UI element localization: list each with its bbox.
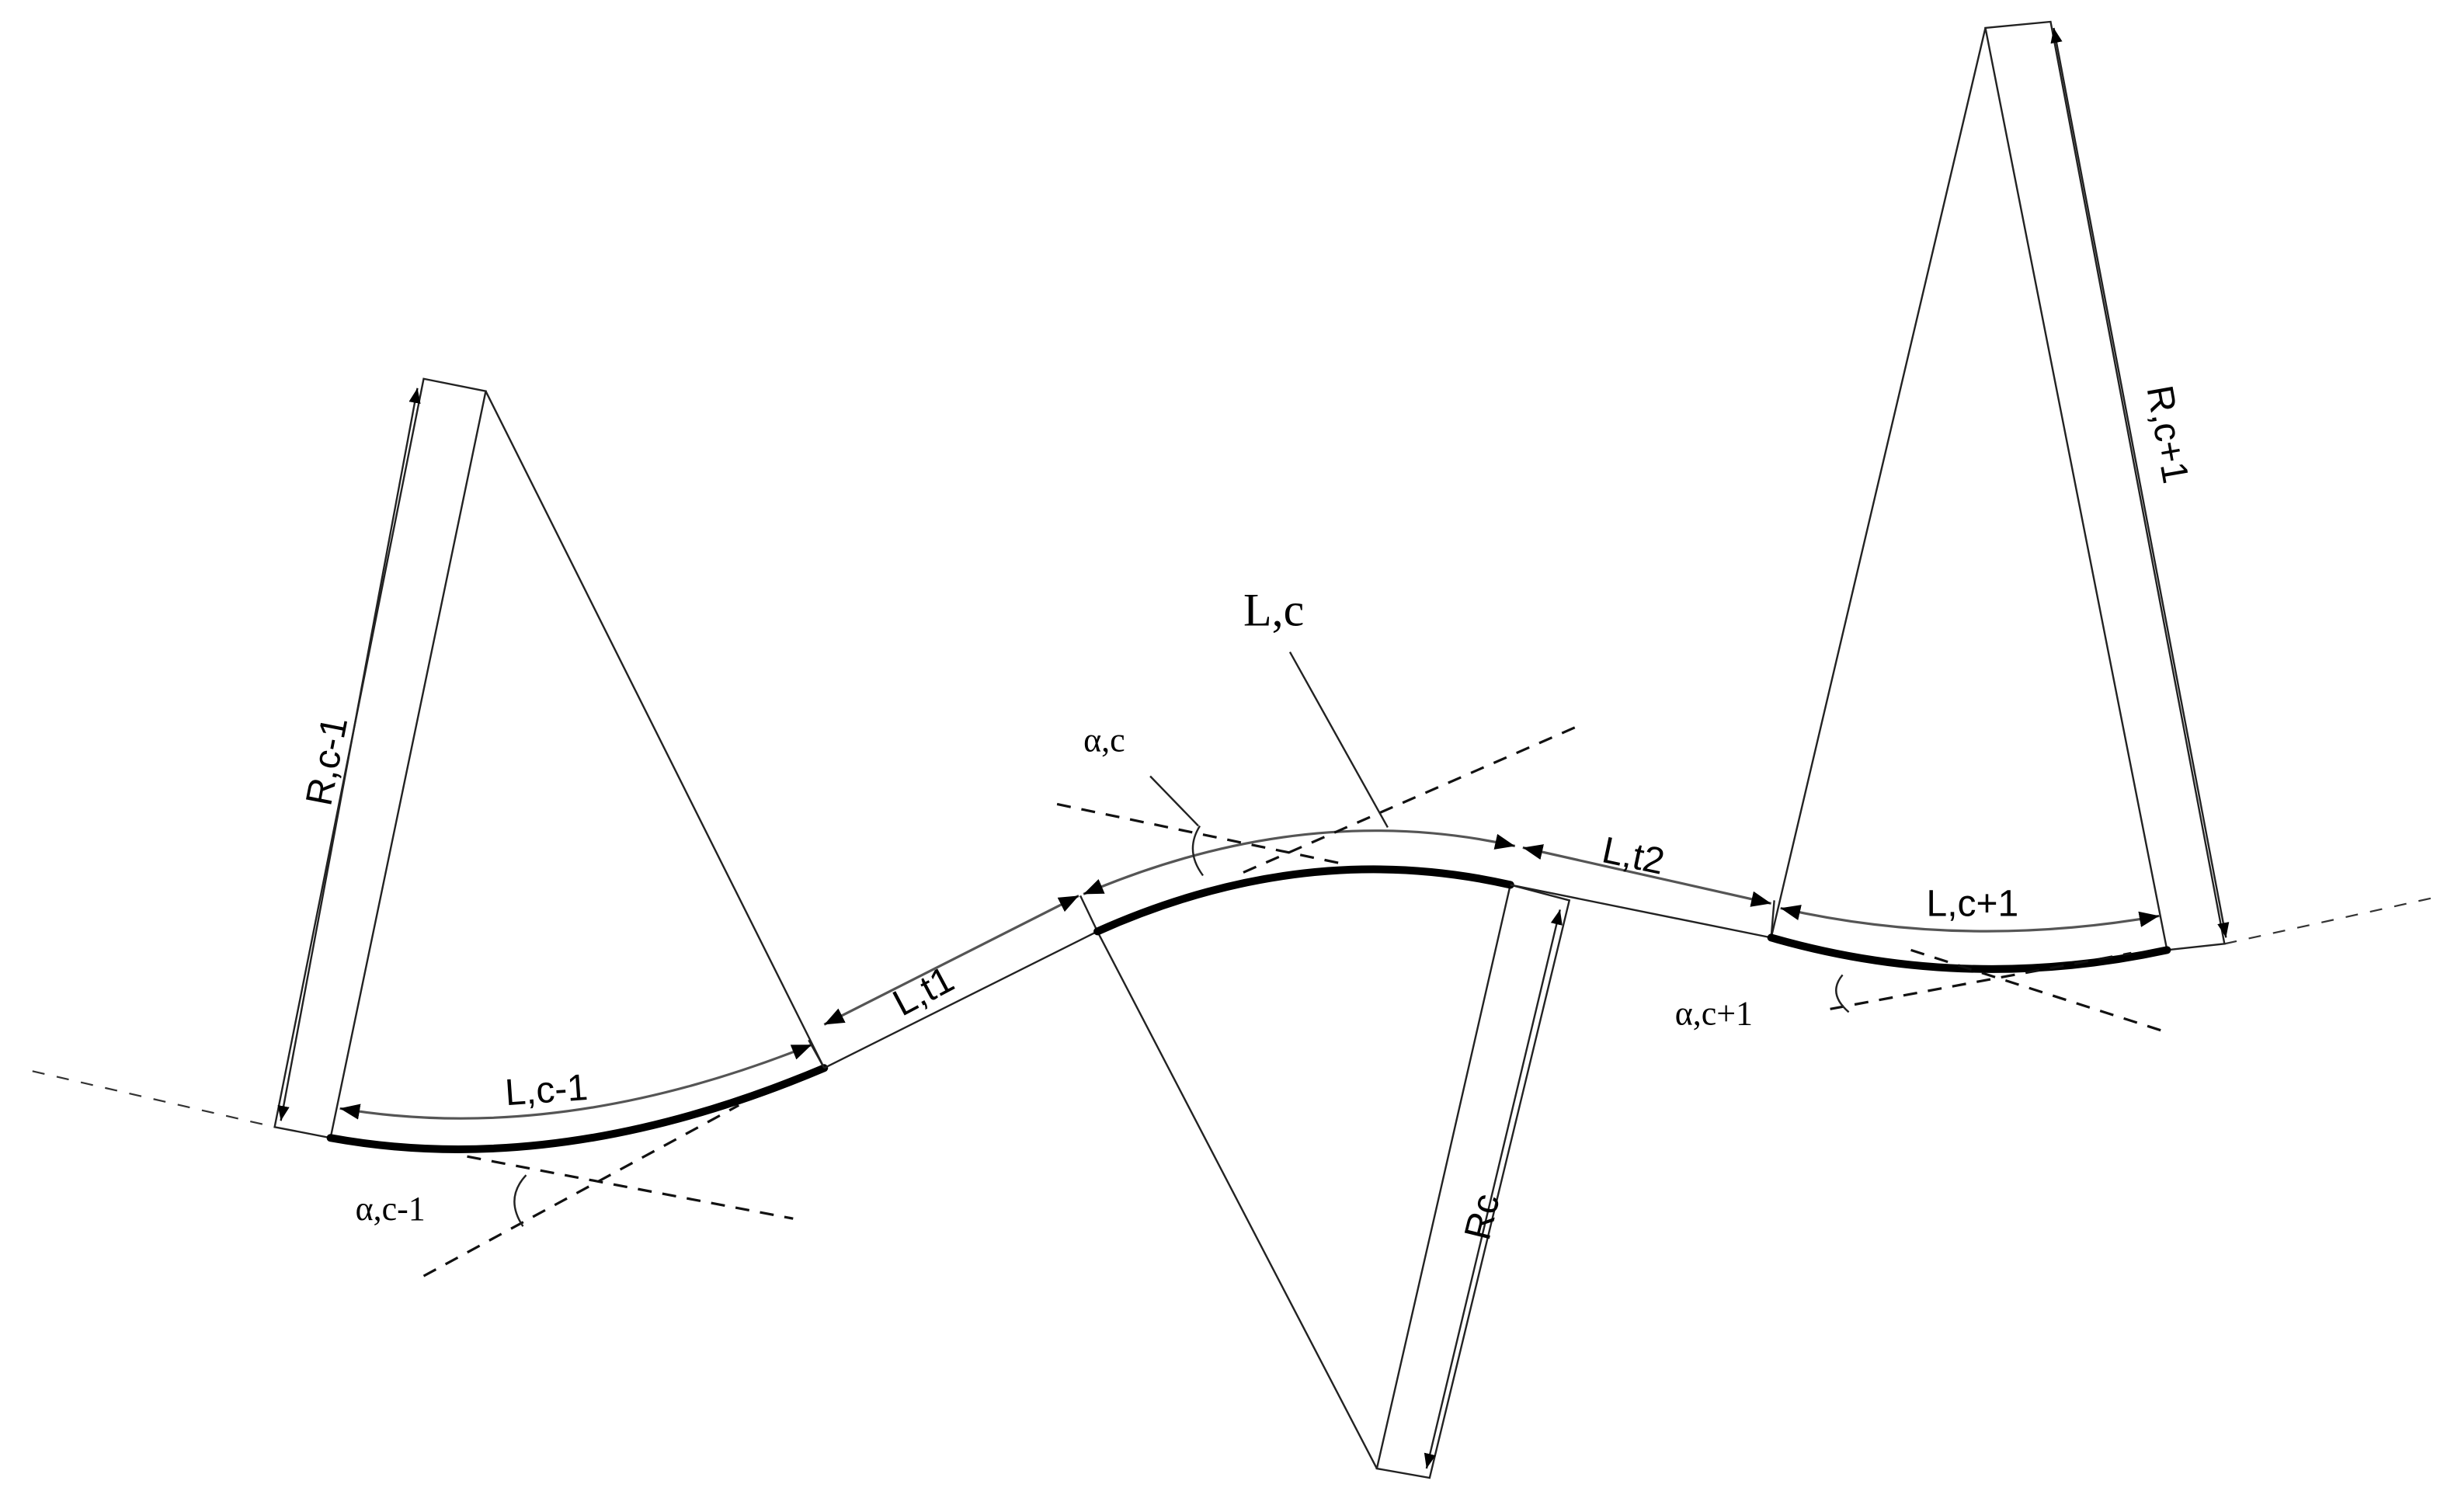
curve-curr	[1056, 651, 1578, 1479]
curve-arc-next	[1767, 933, 2171, 973]
label-tangent-2: L,t2	[1598, 829, 1667, 882]
tick-line	[808, 1039, 826, 1069]
angle-arc-next	[1835, 974, 1850, 1013]
tangent-1-dimension	[823, 894, 1079, 1026]
angle-arc-prev	[513, 1174, 527, 1227]
curve-arc-curr	[1093, 865, 1514, 936]
radius-box-next	[1984, 20, 2226, 951]
tangent-dashed-prev-b	[467, 1155, 794, 1220]
tick-line	[1079, 895, 1099, 932]
label-length-prev: L,c-1	[504, 1067, 589, 1114]
label-radius-prev: R,c-1	[298, 714, 356, 809]
label-tangent-1: L,t1	[886, 959, 961, 1024]
tangent-dashed-curr-b	[1243, 725, 1578, 874]
radius-dimension-next	[2050, 27, 2230, 938]
tangent-dashed-prev-a	[422, 1104, 740, 1277]
radial-line-curr-a	[1097, 930, 1378, 1469]
tangent-dashed-next-b	[1910, 948, 2168, 1034]
curve-next	[1767, 20, 2230, 1034]
label-radius-curr: Rc	[1457, 1190, 1508, 1244]
extension-line-left	[32, 1070, 275, 1128]
label-angle-prev: α,c-1	[356, 1190, 426, 1228]
label-angle-curr: α,c	[1083, 721, 1125, 759]
radius-dimension-prev	[277, 388, 421, 1121]
tangent-2-dimension	[1522, 844, 1771, 907]
length-dimension-curr	[1083, 829, 1516, 895]
label-angle-next: α,c+1	[1675, 994, 1753, 1032]
tangent-dashed-next-a	[1830, 951, 2132, 1010]
angle-leader-curr	[1149, 775, 1199, 827]
length-dimension-prev	[339, 1043, 812, 1120]
tangent-2-edge	[1510, 884, 1771, 939]
tangent-1-edge	[823, 930, 1098, 1069]
length-dimension-next	[1780, 905, 2160, 933]
radial-line-prev	[485, 391, 826, 1069]
angle-arc-curr	[1191, 825, 1204, 877]
curve-prev	[273, 377, 829, 1277]
label-length-curr: L,c	[1243, 585, 1304, 636]
radial-line-next	[1770, 27, 1987, 938]
tangent-1	[808, 894, 1099, 1069]
label-length-next: L,c+1	[1927, 883, 2019, 924]
label-radius-next: R,c+1	[2139, 382, 2196, 486]
extension-line-right	[2224, 896, 2436, 945]
length-leader-curr	[1288, 651, 1389, 829]
radius-dimension-curr	[1424, 909, 1563, 1469]
radius-box-curr	[1375, 883, 1571, 1479]
